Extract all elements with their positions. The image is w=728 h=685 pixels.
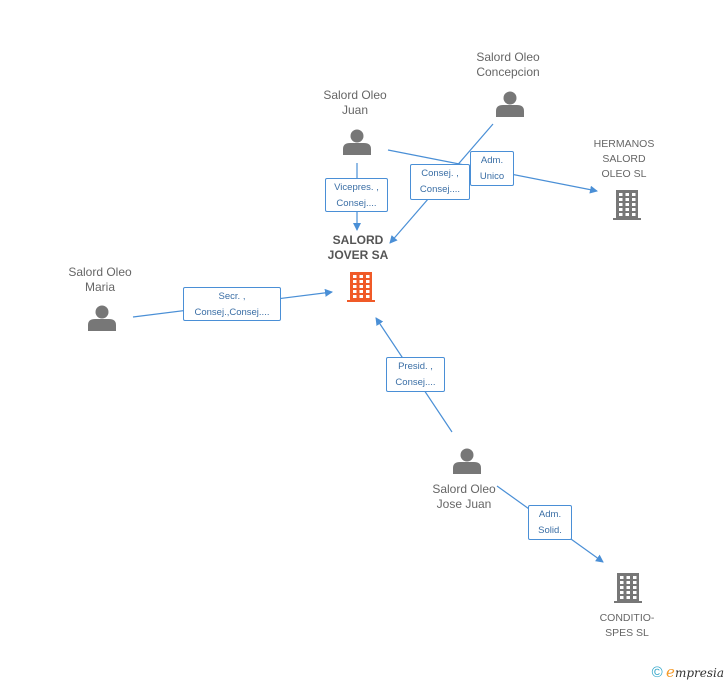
- node-label-salord_jover[interactable]: SALORD JOVER SA: [327, 233, 389, 262]
- node-label-conditio[interactable]: CONDITIO- SPES SL: [599, 612, 655, 639]
- edge-label-juan-to-hermanos[interactable]: Adm. Unico: [470, 151, 514, 186]
- edge-label-jose_juan-to-conditio[interactable]: Adm. Solid.: [528, 505, 572, 540]
- edge-label-concepcion-to-salord_jover[interactable]: Consej. , Consej....: [410, 164, 470, 200]
- node-label-jose_juan[interactable]: Salord Oleo Jose Juan: [432, 482, 496, 511]
- node-label-maria[interactable]: Salord Oleo Maria: [68, 265, 132, 294]
- building-icon-hermanos[interactable]: [613, 190, 641, 220]
- person-icon-juan[interactable]: [343, 129, 371, 156]
- building-icon-conditio[interactable]: [614, 573, 642, 603]
- edge-label-maria-to-salord_jover[interactable]: Secr. , Consej.,Consej....: [183, 287, 281, 321]
- edge-label-juan-to-salord_jover[interactable]: Vicepres. , Consej....: [325, 178, 388, 212]
- person-icon-concepcion[interactable]: [496, 91, 524, 118]
- person-icon-jose_juan[interactable]: [453, 448, 481, 475]
- node-label-hermanos[interactable]: HERMANOS SALORD OLEO SL: [593, 138, 655, 180]
- person-icon-maria[interactable]: [88, 305, 116, 332]
- building-icon-salord_jover[interactable]: [347, 272, 375, 302]
- logo-rest: mpresia: [674, 666, 724, 680]
- icons-layer: [88, 91, 642, 603]
- node-label-juan[interactable]: Salord Oleo Juan: [323, 88, 387, 117]
- node-label-concepcion[interactable]: Salord Oleo Concepcion: [476, 50, 540, 79]
- logo-e: e: [666, 663, 675, 681]
- copyright-symbol: ©: [651, 664, 663, 681]
- empresia-logo: © empresia: [652, 663, 724, 681]
- edge-label-jose_juan-to-salord_jover[interactable]: Presid. , Consej....: [386, 357, 445, 392]
